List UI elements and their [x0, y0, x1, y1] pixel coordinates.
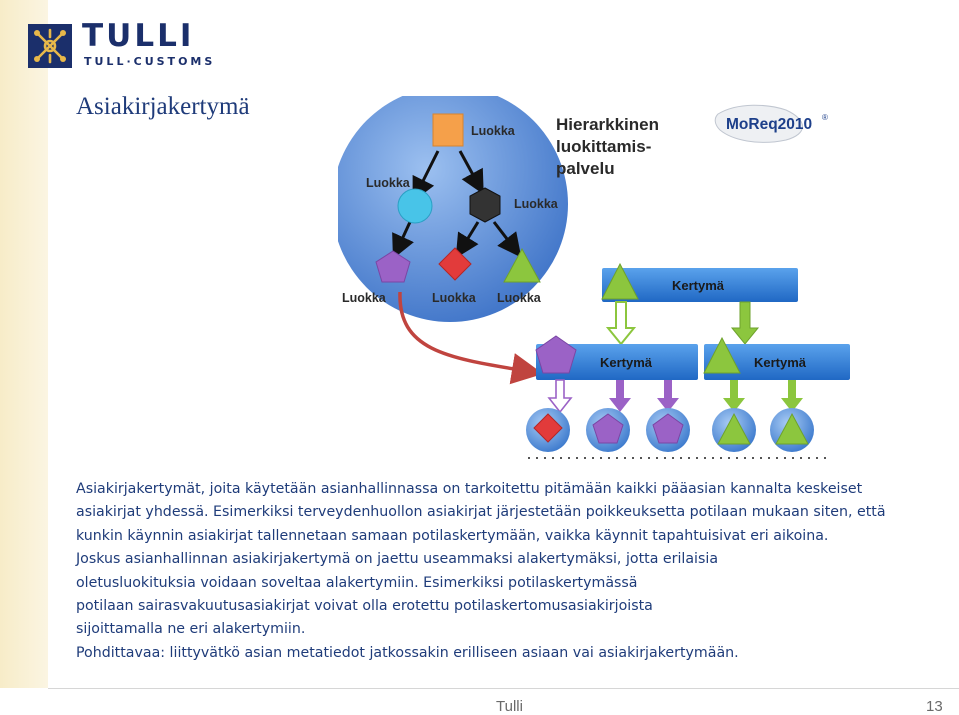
class-node-diamond	[438, 247, 472, 281]
body-line: kunkin käynnin asiakirjat tallennetaan s…	[76, 527, 829, 544]
record-ball	[712, 408, 756, 452]
svg-text:®: ®	[822, 113, 828, 122]
service-heading-line: luokittamis-	[556, 137, 651, 156]
kertyma-pentagon-icon	[535, 335, 577, 374]
body-line: Asiakirjakertymät, joita käytetään asian…	[76, 481, 863, 497]
logo-subtitle: TULL·CUSTOMS	[84, 55, 216, 68]
kertyma-bar-top	[602, 268, 798, 302]
record-ball	[526, 408, 570, 452]
footer-divider	[48, 688, 959, 689]
tulli-logo: TULLI TULL·CUSTOMS	[28, 18, 268, 72]
class-node-square	[432, 113, 464, 147]
body-line: Pohdittavaa: liittyvätkö asian metatiedo…	[76, 644, 739, 661]
logo-wordmark: TULLI	[82, 18, 195, 54]
record-ball	[770, 408, 814, 452]
label-luokka: Luokka	[514, 197, 559, 211]
kertyma-bar-left	[536, 344, 698, 380]
record-ball	[646, 408, 690, 452]
decorative-side-band	[0, 0, 48, 688]
moreq-badge-icon: MoReq2010 ®	[714, 104, 828, 143]
tulli-emblem-icon	[28, 24, 72, 68]
body-line: Joskus asianhallinnan asiakirjakertymä o…	[76, 551, 719, 568]
service-heading-line: palvelu	[556, 159, 615, 178]
footer-organization: Tulli	[496, 698, 523, 715]
kertyma-triangle-icon	[601, 262, 639, 300]
kertyma-label: Kertymä	[672, 278, 725, 293]
kertyma-triangle-icon	[703, 336, 741, 374]
body-line: potilaan sairasvakuutusasiakirjat voivat…	[76, 598, 653, 615]
slide-title: Asiakirjakertymä	[76, 93, 250, 120]
label-luokka: Luokka	[497, 291, 542, 305]
hollow-down-arrow	[605, 301, 637, 346]
label-luokka: Luokka	[366, 176, 411, 190]
page-number: 13	[926, 698, 943, 715]
label-luokka: Luokka	[432, 291, 477, 305]
body-line: asiakirjat yhdessä. Esimerkiksi terveyde…	[76, 504, 886, 521]
kertyma-label: Kertymä	[600, 355, 653, 370]
class-node-hexagon	[469, 187, 501, 223]
record-ball	[586, 408, 630, 452]
class-node-circle	[397, 188, 433, 224]
svg-text:MoReq2010: MoReq2010	[726, 116, 812, 133]
label-luokka: Luokka	[471, 124, 516, 138]
body-line: oletusluokituksia voidaan soveltaa alake…	[76, 574, 638, 591]
green-down-arrow	[730, 301, 760, 345]
label-luokka: Luokka	[342, 291, 387, 305]
class-node-pentagon	[375, 250, 411, 283]
kertyma-bar-right	[704, 344, 850, 380]
service-heading-line: Hierarkkinen	[556, 115, 659, 134]
body-line: sijoittamalla ne eri alakertymiin.	[76, 621, 306, 638]
slide-body-text: Asiakirjakertymät, joita käytetään asian…	[76, 478, 952, 665]
class-node-triangle	[503, 247, 541, 283]
kertyma-label: Kertymä	[754, 355, 807, 370]
classification-diagram: Luokka Luokka Luokka Luokka Luokka Luokk…	[332, 86, 850, 462]
